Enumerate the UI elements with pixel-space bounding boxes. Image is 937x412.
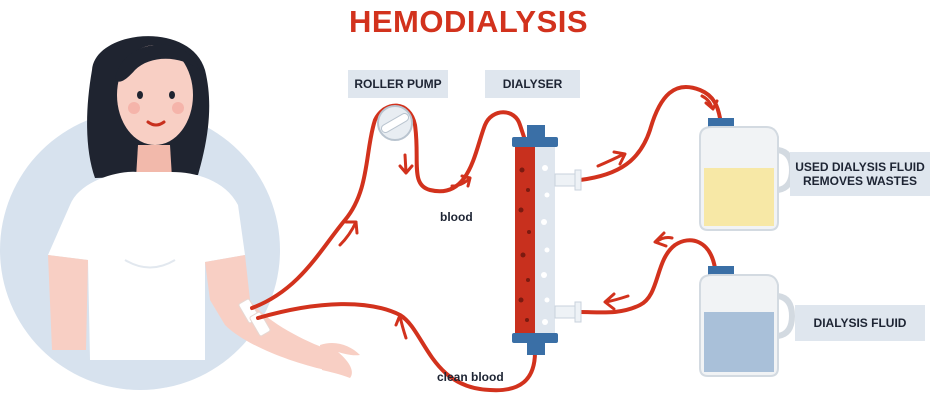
used-fluid-label-line1: USED DIALYSIS FLUID <box>795 160 925 174</box>
flow-arrow-icon <box>700 94 719 111</box>
fresh-fluid-line <box>578 238 717 315</box>
flow-arrows <box>338 94 719 340</box>
used-fluid-container-icon <box>699 118 796 231</box>
flow-arrow-icon <box>653 231 674 248</box>
flow-arrow-icon <box>394 313 410 340</box>
left-eye-icon <box>137 91 143 99</box>
patient-figure <box>48 36 360 378</box>
used-fluid-label-line2: REMOVES WASTES <box>802 174 918 188</box>
clean-blood-label: clean blood <box>437 370 504 384</box>
right-cheek <box>172 102 184 114</box>
dialyser-label: DIALYSER <box>485 70 580 98</box>
page-title: HEMODIALYSIS <box>348 4 589 39</box>
roller-pump-label: ROLLER PUMP <box>348 70 448 98</box>
used-fluid-line <box>578 84 722 182</box>
shirt <box>48 171 245 360</box>
flow-arrow-icon <box>596 150 627 168</box>
neck <box>136 145 172 178</box>
mouth-icon <box>146 120 166 127</box>
left-cheek <box>128 102 140 114</box>
hair-fringe <box>115 44 200 82</box>
fresh-fluid-container-icon <box>699 266 796 377</box>
dialyser-filter-icon <box>512 125 582 355</box>
hand-icon <box>320 343 360 378</box>
blood-tubing <box>250 84 722 393</box>
venous-line <box>256 302 537 393</box>
right-eye-icon <box>169 91 175 99</box>
face <box>117 45 193 145</box>
flow-arrow-icon <box>450 174 472 188</box>
shirt-neckline <box>124 259 176 269</box>
arterial-line <box>250 103 527 310</box>
left-arm <box>48 255 88 350</box>
roller-pump-icon <box>377 105 413 141</box>
blood-label: blood <box>440 210 473 224</box>
flow-arrow-icon <box>338 220 359 247</box>
iv-tape-2 <box>249 311 271 337</box>
right-arm <box>205 255 330 370</box>
used-fluid-label: USED DIALYSIS FLUID REMOVES WASTES <box>790 152 930 196</box>
flow-arrow-icon <box>603 292 630 311</box>
flow-arrow-icon <box>398 153 414 175</box>
dialysis-fluid-label: DIALYSIS FLUID <box>795 305 925 341</box>
